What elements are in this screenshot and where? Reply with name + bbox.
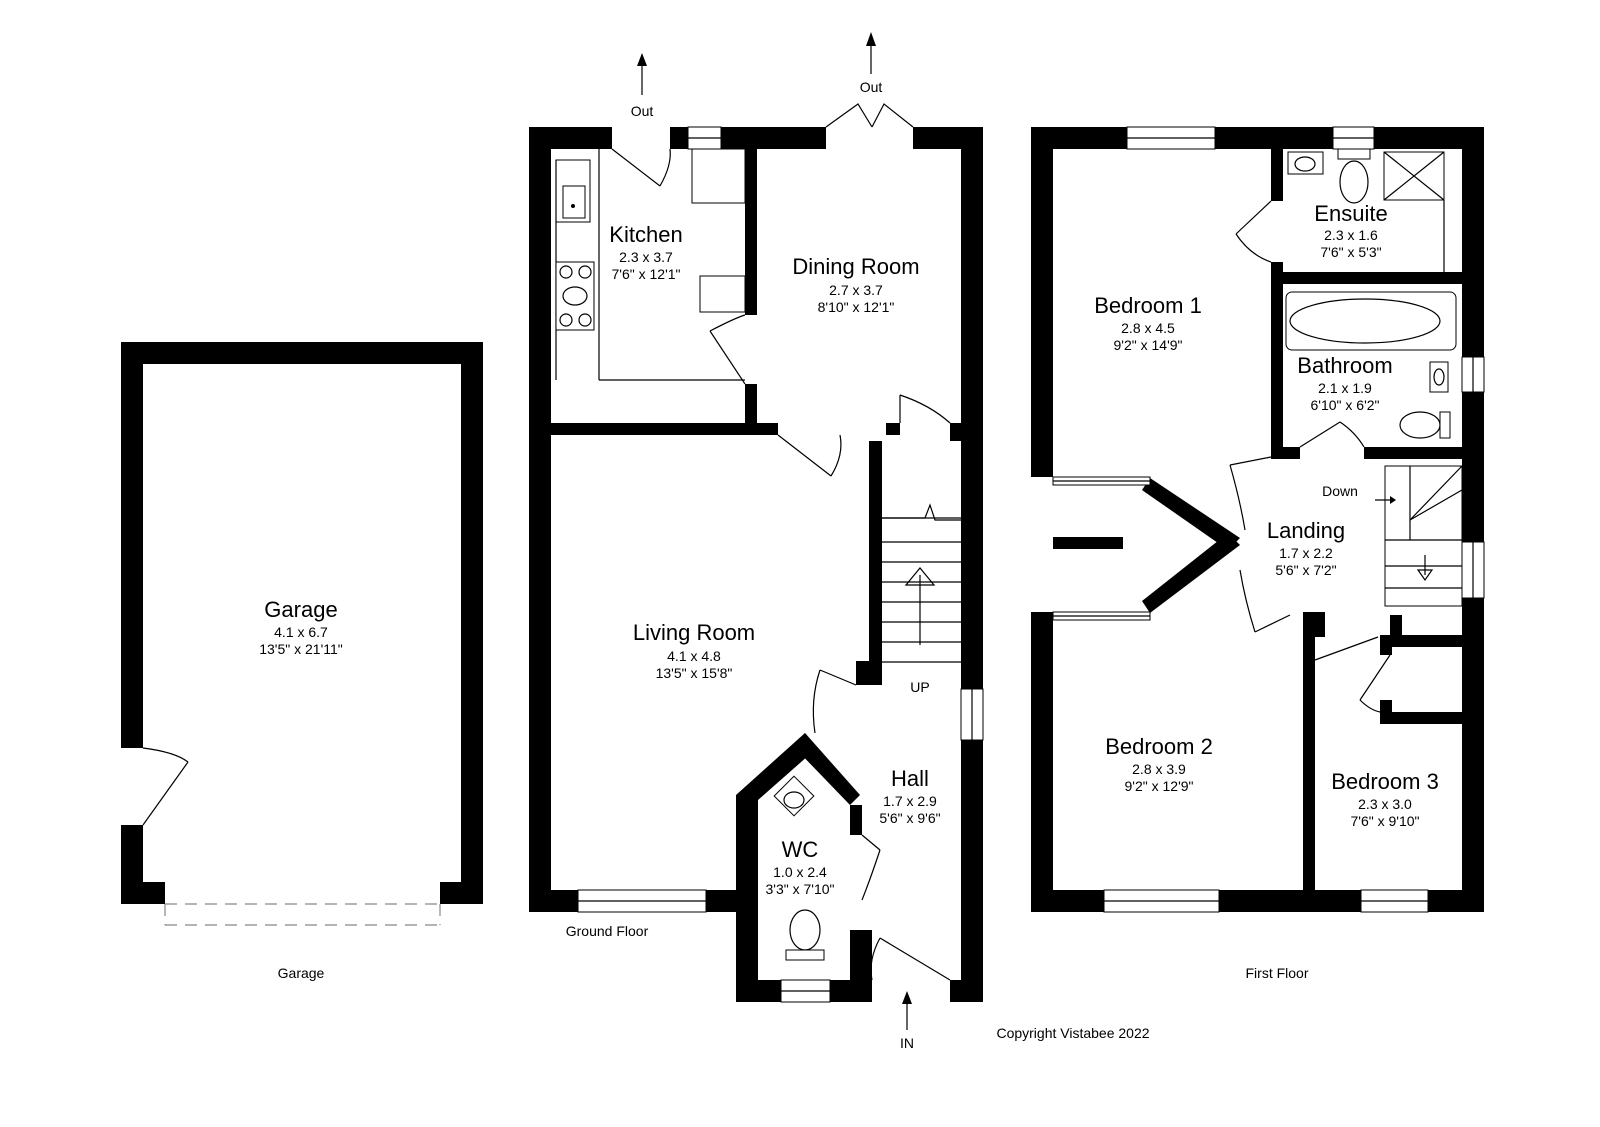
kitchen-dims-metric: 2.3 x 3.7 [619,249,673,265]
hall-dims-imperial: 5'6" x 9'6" [879,810,940,826]
wc-dims-imperial: 3'3" x 7'10" [766,881,835,897]
stairs-icon [1384,465,1463,607]
first-floor-caption: First Floor [1246,965,1309,981]
bedroom-2-dims-metric: 2.8 x 3.9 [1132,761,1186,777]
bedroom-2-name: Bedroom 2 [1105,734,1213,759]
bathroom-dims-imperial: 6'10" x 6'2" [1311,397,1380,413]
garage-dims-metric: 4.1 x 6.7 [274,624,328,640]
living-room-name: Living Room [633,620,755,645]
out-label-kitchen: Out [631,103,654,119]
kitchen-dims-imperial: 7'6" x 12'1" [612,266,681,282]
first-floor-plan: Down Bedroom 1 2.8 x 4.5 9'2" x 14'9" En… [1031,126,1485,981]
garage-plan: Garage 4.1 x 6.7 13'5" x 21'11" Garage [121,342,483,981]
garage-caption: Garage [278,965,325,981]
out-label-dining: Out [860,79,883,95]
arrow-up-icon [637,32,912,1030]
bedroom-3-dims-metric: 2.3 x 3.0 [1358,796,1412,812]
in-label: IN [900,1035,914,1051]
garage-dims-imperial: 13'5" x 21'11" [259,641,343,657]
bedroom-2-dims-imperial: 9'2" x 12'9" [1125,778,1194,794]
wc-dims-metric: 1.0 x 2.4 [773,864,827,880]
landing-dims-imperial: 5'6" x 7'2" [1275,562,1336,578]
kitchen-name: Kitchen [609,222,682,247]
dining-room-dims-imperial: 8'10" x 12'1" [818,299,895,315]
hall-name: Hall [891,766,929,791]
landing-dims-metric: 1.7 x 2.2 [1279,545,1333,561]
dining-room-name: Dining Room [792,254,919,279]
bathroom-name: Bathroom [1297,353,1392,378]
bedroom-1-dims-imperial: 9'2" x 14'9" [1114,337,1183,353]
living-room-dims-metric: 4.1 x 4.8 [667,648,721,664]
garage-name: Garage [264,597,337,622]
ground-floor-plan: Out Out UP IN Kitchen 2.3 x 3.7 7'6" x 1… [529,32,984,1051]
up-label: UP [910,679,929,695]
bedroom-3-dims-imperial: 7'6" x 9'10" [1351,813,1420,829]
dining-room-dims-metric: 2.7 x 3.7 [829,282,883,298]
wc-name: WC [782,837,819,862]
stairs-icon [882,503,961,663]
bedroom-1-dims-metric: 2.8 x 4.5 [1121,320,1175,336]
landing-name: Landing [1267,518,1345,543]
bedroom-1-name: Bedroom 1 [1094,293,1202,318]
bedroom-3-name: Bedroom 3 [1331,769,1439,794]
bathroom-dims-metric: 2.1 x 1.9 [1318,380,1372,396]
ensuite-dims-imperial: 7'6" x 5'3" [1320,244,1381,260]
ensuite-name: Ensuite [1314,201,1387,226]
hall-dims-metric: 1.7 x 2.9 [883,793,937,809]
down-label: Down [1322,483,1358,499]
living-room-dims-imperial: 13'5" x 15'8" [656,665,733,681]
ground-floor-caption: Ground Floor [566,923,649,939]
ensuite-dims-metric: 2.3 x 1.6 [1324,227,1378,243]
copyright-text: Copyright Vistabee 2022 [996,1025,1149,1041]
